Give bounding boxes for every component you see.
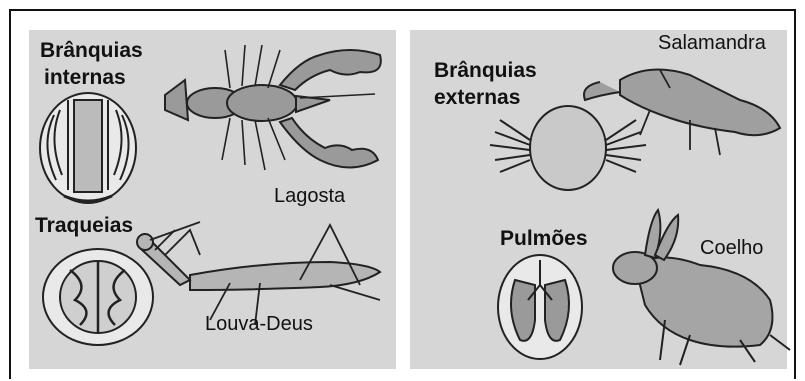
lobster-illustration: [165, 45, 381, 170]
external-gills-label-line1: Brânquias: [434, 60, 537, 81]
lungs-label: Pulmões: [500, 228, 588, 249]
internal-gills-label-line1: Brânquias: [40, 40, 143, 61]
mantis-illustration: [137, 222, 380, 325]
mantis-label: Louva-Deus: [205, 314, 313, 334]
tracheae-label: Traqueias: [35, 215, 133, 236]
internal-gills-diagram: [40, 93, 136, 203]
tracheae-diagram: [43, 249, 153, 345]
rabbit-label: Coelho: [700, 238, 763, 258]
lungs-diagram: [498, 255, 582, 359]
lobster-label: Lagosta: [274, 186, 345, 206]
external-gills-label-line2: externas: [434, 87, 520, 108]
salamander-label: Salamandra: [658, 33, 766, 53]
internal-gills-label-line2: internas: [44, 67, 126, 88]
external-gills-diagram: [490, 106, 646, 190]
rabbit-illustration: [613, 210, 790, 365]
